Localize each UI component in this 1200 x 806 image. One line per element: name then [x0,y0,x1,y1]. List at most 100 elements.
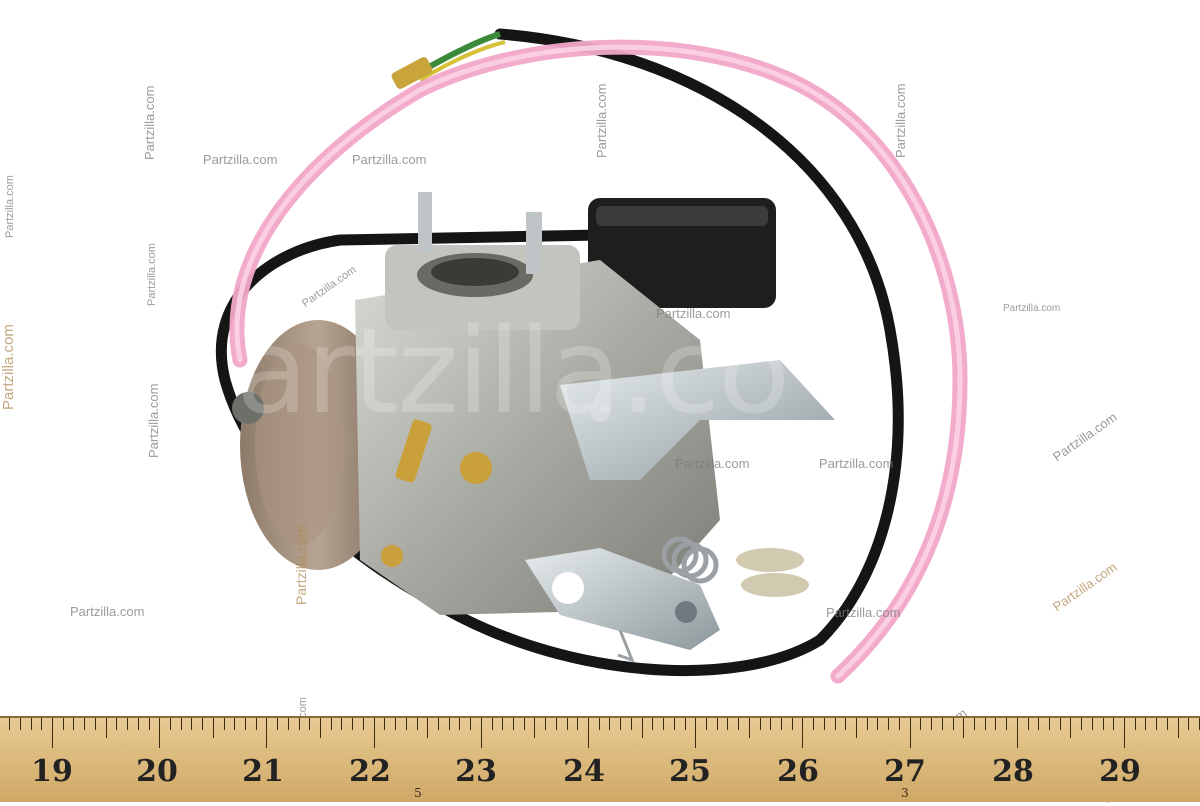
ruler-tick [41,718,43,730]
ruler-tick [255,718,257,730]
return-spring [661,536,719,584]
ruler-tick [1049,718,1050,730]
watermark: Partzilla.com [4,175,16,238]
ruler-tick [577,718,579,730]
wire-connector [391,57,433,89]
ruler-tick [588,718,589,748]
ruler-sub-mark: 5 [414,786,422,800]
watermark: Partzilla.com [675,456,750,471]
ruler-tick [148,718,150,730]
ruler-tick [52,718,53,748]
ruler-tick [952,718,954,730]
ruler-tick [941,718,943,730]
ruler-tick [405,718,407,730]
watermark-large: artzilla.co [236,302,790,440]
ruler-tick [770,718,772,730]
cable-clip [736,548,809,597]
ruler-tick [352,718,354,730]
ruler-tick [813,718,815,730]
ruler-tick [641,718,643,738]
ruler-tick [695,718,697,748]
watermark: Partzilla.com [594,83,609,158]
ruler-number: 21 [242,754,284,789]
ruler-tick [491,718,493,730]
ruler-tick [1081,718,1083,730]
bowl-screw [232,392,264,424]
watermark: Partzilla.com [146,383,161,458]
ruler-tick [127,718,128,730]
ruler-tick [620,718,622,730]
ruler-tick [448,718,450,730]
ruler-tick [1070,718,1072,738]
watermark: Partzilla.com [293,524,309,605]
ruler-tick [727,718,729,730]
watermark: Partzilla.com [656,306,731,321]
ruler-number: 24 [563,754,605,789]
ruler-tick [9,718,11,730]
ruler-tick [1006,718,1008,730]
ruler-tick [1134,718,1136,730]
watermark: Partzilla.com [70,604,145,619]
ruler-tick [931,718,932,730]
watermark: Partzilla.com [1003,303,1061,314]
ruler-tick [137,718,139,730]
black-wire [215,28,904,676]
ruler-tick [995,718,997,730]
watermark: Partzilla.com [819,456,894,471]
ruler-tick [266,718,268,748]
ruler-tick [984,718,986,730]
watermark: Partzilla.com [0,324,17,410]
ruler-tick [791,718,793,730]
watermark: Partzilla.com [142,85,157,160]
ruler-tick [909,718,911,748]
ruler-tick [802,718,804,748]
ruler-tick [330,718,332,730]
ruler-tick [973,718,975,730]
ruler-tick [1166,718,1168,730]
ruler-tick [716,718,718,730]
ruler-number: 29 [1099,754,1141,789]
ruler-number: 26 [777,754,819,789]
ruler-tick [223,718,225,730]
ruler-number: 27 [884,754,926,789]
ruler-tick [437,718,439,730]
ruler-tick [427,718,429,738]
ruler-tick [748,718,750,738]
ruler-tick [395,718,396,730]
ruler-tick [1102,718,1104,730]
ruler-tick [19,718,21,730]
ruler-tick [320,718,321,738]
ruler-tick [684,718,686,730]
ruler-tick [309,718,311,730]
ruler-number: 28 [992,754,1034,789]
ruler-tick [781,718,782,730]
ruler-tick [1188,718,1190,730]
ruler-tick [159,718,161,748]
ruler-tick [30,718,32,730]
ruler-tick [1091,718,1093,730]
ruler-tick [1016,718,1018,748]
ruler-tick [663,718,664,730]
ruler-tick [534,718,536,738]
idle-screw [460,452,492,484]
ruler-tick [202,718,204,730]
ruler-sub-mark: 3 [901,786,909,800]
ruler-tick [566,718,568,730]
ruler-tick [898,718,900,730]
ruler-tick [1027,718,1029,730]
lead-wire-yellow [418,40,506,82]
ruler-tick [673,718,675,730]
throttle-arm [560,360,835,480]
ruler-tick [555,718,557,730]
ruler-tick [470,718,472,730]
ruler-number: 22 [349,754,391,789]
ruler-tick [298,718,300,730]
ruler-tick [705,718,707,730]
ruler-tick [1038,718,1040,730]
ruler-tick [234,718,236,730]
ruler-tick [459,718,461,730]
ruler-tick [920,718,922,730]
ruler-tick [888,718,890,730]
ruler-tick [834,718,836,730]
